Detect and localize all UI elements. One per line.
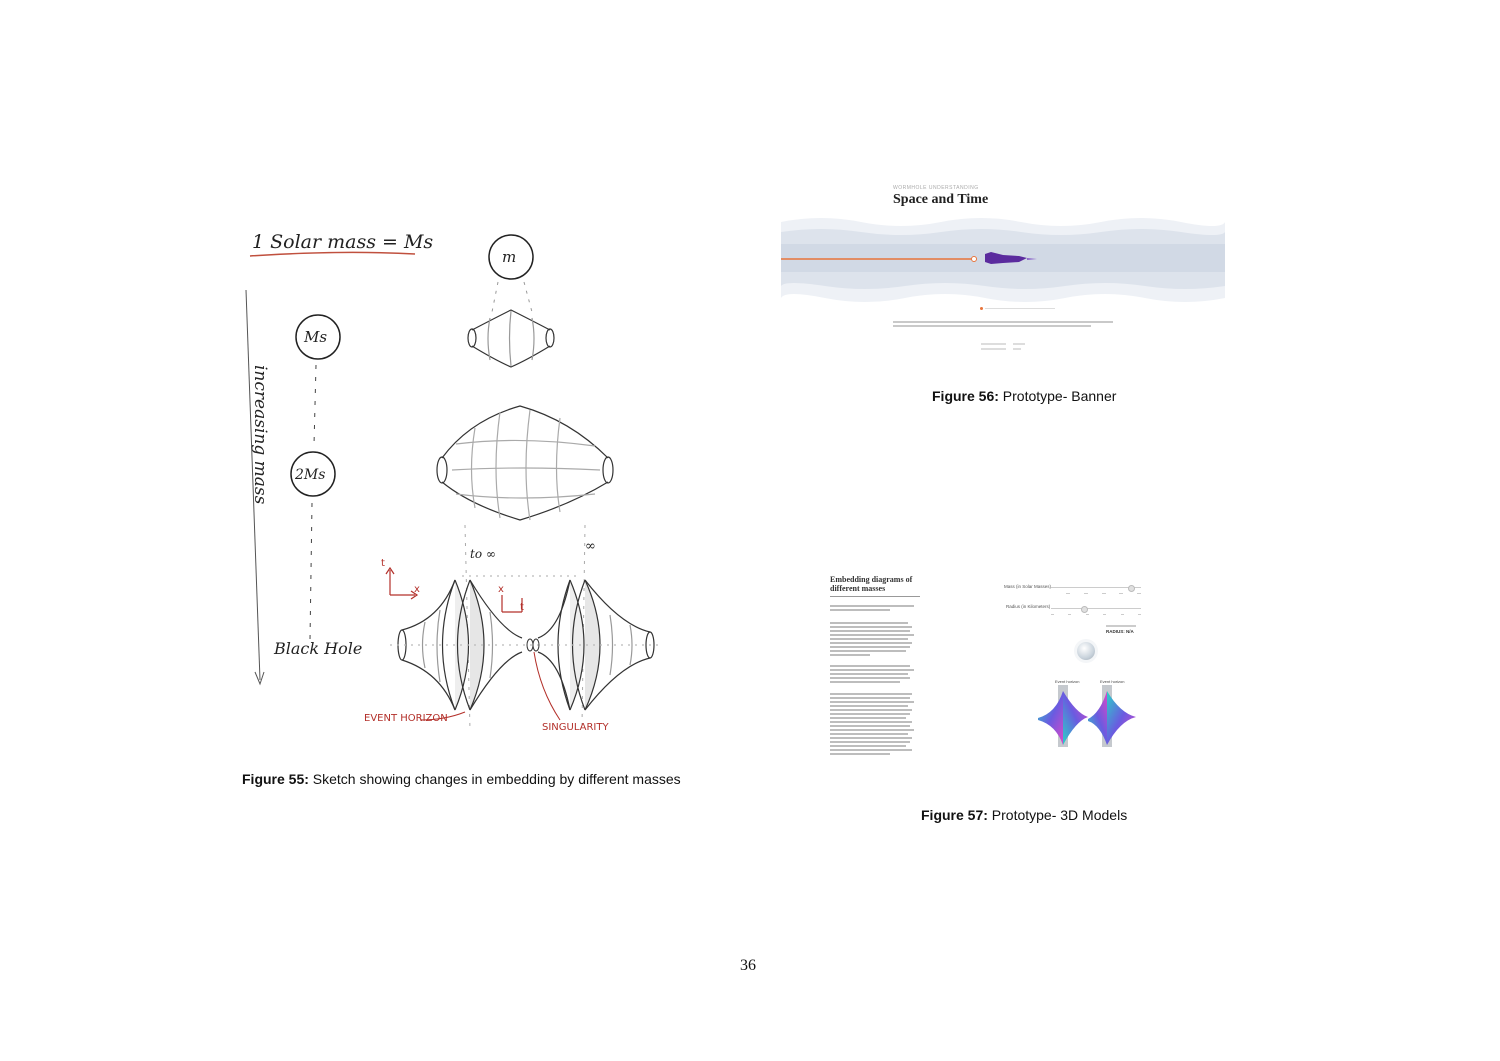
slider-mass-ticks <box>1066 593 1141 595</box>
funnel-right-a <box>1088 691 1109 745</box>
figure-56-text: Prototype- Banner <box>1002 388 1117 404</box>
figure-55-caption: Figure 55: Sketch showing changes in emb… <box>242 771 681 787</box>
banner-ship-icon <box>985 252 1027 264</box>
axis-x-right: x <box>498 584 504 595</box>
sketch-embedding-image: 1 Solar mass = Ms increasing mass m Ms 2… <box>245 231 660 733</box>
black-hole-label: Black Hole <box>273 639 362 658</box>
banner-link-1 <box>981 343 1006 345</box>
mass-sphere <box>1077 642 1095 660</box>
embedding-large <box>436 405 614 521</box>
tx-axes-right <box>501 595 523 613</box>
figure-57-caption: Figure 57: Prototype- 3D Models <box>921 807 1127 823</box>
mass-axis-arrow <box>254 671 265 686</box>
slider-mass-label: Mass (in Solar Masses) <box>1004 584 1052 589</box>
page-number: 36 <box>740 957 756 974</box>
figure-56-caption: Figure 56: Prototype- Banner <box>932 388 1116 404</box>
axis-x-left: x <box>414 584 420 595</box>
slider-radius-ticks <box>1051 614 1141 616</box>
funnel-left-a <box>1038 691 1065 745</box>
models-body-text <box>830 605 914 755</box>
slider-radius-label: Radius (in Kilometers) <box>1006 604 1051 609</box>
event-horizon-right-label: Event horizon <box>1100 679 1125 684</box>
mass-label-ms: Ms <box>303 328 327 346</box>
banner-orange-dot <box>971 256 977 262</box>
banner-progress-track <box>985 308 1055 309</box>
singularity-right <box>532 638 540 652</box>
models-title: Embedding diagrams of different masses <box>830 575 913 593</box>
mass-circle-2ms <box>290 451 336 497</box>
dash-connector <box>523 281 533 313</box>
singularity-label: SINGULARITY <box>542 722 609 733</box>
radius-value: RADIUS: N/A <box>1106 629 1134 634</box>
mass-circle-ms <box>295 314 341 360</box>
black-hole-embedding <box>390 575 660 711</box>
dash-connector <box>313 364 317 446</box>
dash-connector <box>309 502 313 641</box>
banner-link-3 <box>981 348 1006 350</box>
black-hole-3d-models <box>1038 685 1136 747</box>
banner-progress-dot <box>980 307 983 310</box>
axis-t-left: t <box>381 558 385 569</box>
axis-t-right: t <box>520 602 524 613</box>
event-horizon-left-label: Event horizon <box>1055 679 1080 684</box>
event-horizon-label: EVENT HORIZON <box>364 713 448 724</box>
banner-body-text <box>893 321 1113 327</box>
dash-connector <box>581 524 586 726</box>
slider-radius-thumb[interactable] <box>1081 605 1088 613</box>
figure-57-text: Prototype- 3D Models <box>991 807 1128 823</box>
sketch-heading: 1 Solar mass = Ms <box>252 231 433 253</box>
funnel-right-b <box>1107 691 1136 745</box>
infinity-label: ∞ <box>585 539 596 554</box>
slider-mass-track[interactable] <box>1051 587 1141 588</box>
models-prototype: Embedding diagrams of different masses M… <box>826 573 1146 778</box>
mass-axis-line <box>245 289 261 681</box>
slider-mass-thumb[interactable] <box>1128 584 1135 592</box>
figure-57-label: Figure 57: <box>921 807 988 823</box>
to-infinity-label: to ∞ <box>470 547 496 561</box>
figure-56-label: Figure 56: <box>932 388 999 404</box>
figure-55-text: Sketch showing changes in embedding by d… <box>312 771 681 787</box>
heading-underline <box>249 251 416 257</box>
banner-waves <box>781 218 1225 302</box>
mass-label-2ms: 2Ms <box>294 467 325 483</box>
axis-label: increasing mass <box>250 365 270 505</box>
radius-caption-line <box>1106 625 1136 627</box>
embedding-small <box>467 309 555 368</box>
funnel-left-b <box>1063 691 1088 745</box>
slider-radius-track[interactable] <box>1051 608 1141 609</box>
banner-title: Space and Time <box>893 192 989 207</box>
banner-kicker: WORMHOLE UNDERSTANDING <box>893 185 979 191</box>
banner-link-4 <box>1013 348 1021 350</box>
banner-prototype: WORMHOLE UNDERSTANDING Space and Time <box>781 180 1225 360</box>
singularity-arrow <box>533 651 561 721</box>
models-title-rule <box>830 596 920 597</box>
figure-55-label: Figure 55: <box>242 771 309 787</box>
dash-connector <box>491 281 499 313</box>
mass-label-m: m <box>502 248 516 266</box>
event-horizon-arrow <box>419 711 466 721</box>
tx-axes-left <box>385 566 419 600</box>
banner-link-2 <box>1013 343 1025 345</box>
mass-circle-m <box>488 234 534 280</box>
